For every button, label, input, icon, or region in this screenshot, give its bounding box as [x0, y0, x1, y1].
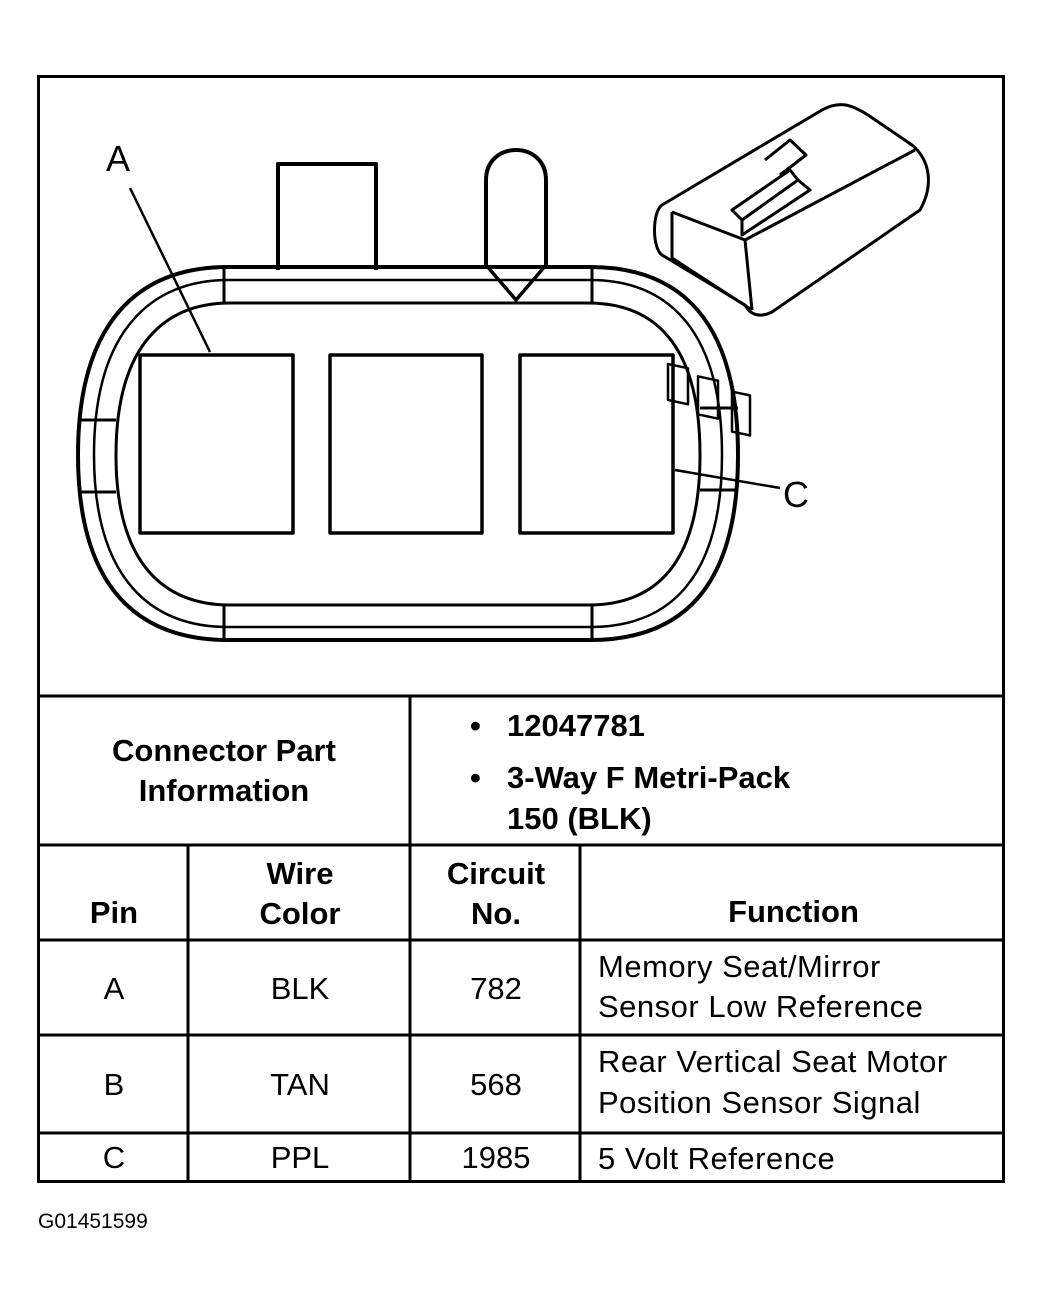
- row-a-function-line2: Sensor Low Reference: [598, 989, 924, 1024]
- callout-pin-c: C: [783, 474, 809, 515]
- row-c-function-line1: 5 Volt Reference: [598, 1141, 836, 1176]
- row-c-wire-color: PPL: [270, 1140, 330, 1175]
- row-c-circuit: 1985: [461, 1140, 531, 1175]
- cavity-b: [328, 353, 484, 535]
- header-wire-color-line2: Color: [259, 896, 341, 931]
- connector-inner-wall: [114, 301, 702, 607]
- row-b-function-line1: Rear Vertical Seat Motor: [598, 1044, 948, 1079]
- info-table-grid: [37, 694, 1005, 1183]
- leader-a: [128, 187, 212, 353]
- header-circuit: Circuit No.: [412, 853, 580, 935]
- iso-key: [764, 138, 808, 177]
- row-a-wire-color: BLK: [270, 970, 330, 1006]
- iso-cavity-1: [666, 362, 690, 406]
- bullet-2: •: [470, 760, 481, 795]
- header-circuit-line1: Circuit: [446, 856, 546, 891]
- header-circuit-line2: No.: [471, 896, 521, 931]
- row-b-wire-color: TAN: [270, 1067, 330, 1102]
- iso-latch: [730, 168, 800, 222]
- figure-id: G01451599: [38, 1210, 148, 1233]
- row-a-function-line1: Memory Seat/Mirror: [598, 949, 881, 984]
- connector-latch-point: [484, 263, 548, 302]
- connector-info-label: Connector Part Information: [40, 699, 408, 843]
- connector-outer-shell: [76, 265, 740, 642]
- row-b-circuit: 568: [470, 1067, 522, 1102]
- part-description-line2: 150 (BLK): [507, 801, 652, 836]
- connector-inner-shell: [92, 278, 724, 629]
- bullet-1: •: [470, 708, 481, 743]
- connector-key: [276, 162, 378, 270]
- part-number: 12047781: [507, 708, 645, 743]
- header-wire-color: Wire Color: [190, 853, 410, 935]
- row-b-function-line2: Position Sensor Signal: [598, 1085, 921, 1120]
- row-b-pin: B: [103, 1067, 125, 1102]
- iso-cavity-3: [730, 390, 752, 437]
- row-a-pin: A: [103, 970, 125, 1006]
- row-a-circuit: 782: [470, 970, 522, 1006]
- part-description-line1: 3-Way F Metri-Pack: [507, 760, 791, 795]
- connector-iso-view: [653, 103, 930, 437]
- header-function: Function: [728, 894, 859, 929]
- iso-cavity-2: [696, 375, 720, 420]
- callout-pin-a: A: [106, 138, 131, 179]
- connector-latch: [484, 148, 548, 265]
- diagram-frame: [37, 75, 1005, 1183]
- cavity-c: [518, 353, 675, 535]
- header-pin: Pin: [89, 895, 139, 930]
- leader-c: [674, 468, 781, 490]
- header-wire-color-line1: Wire: [266, 856, 334, 891]
- connector-info-label-line1: Connector Part: [112, 733, 336, 768]
- cavity-a: [138, 353, 295, 535]
- connector-info-label-line2: Information: [138, 773, 310, 808]
- row-c-pin: C: [102, 1140, 126, 1175]
